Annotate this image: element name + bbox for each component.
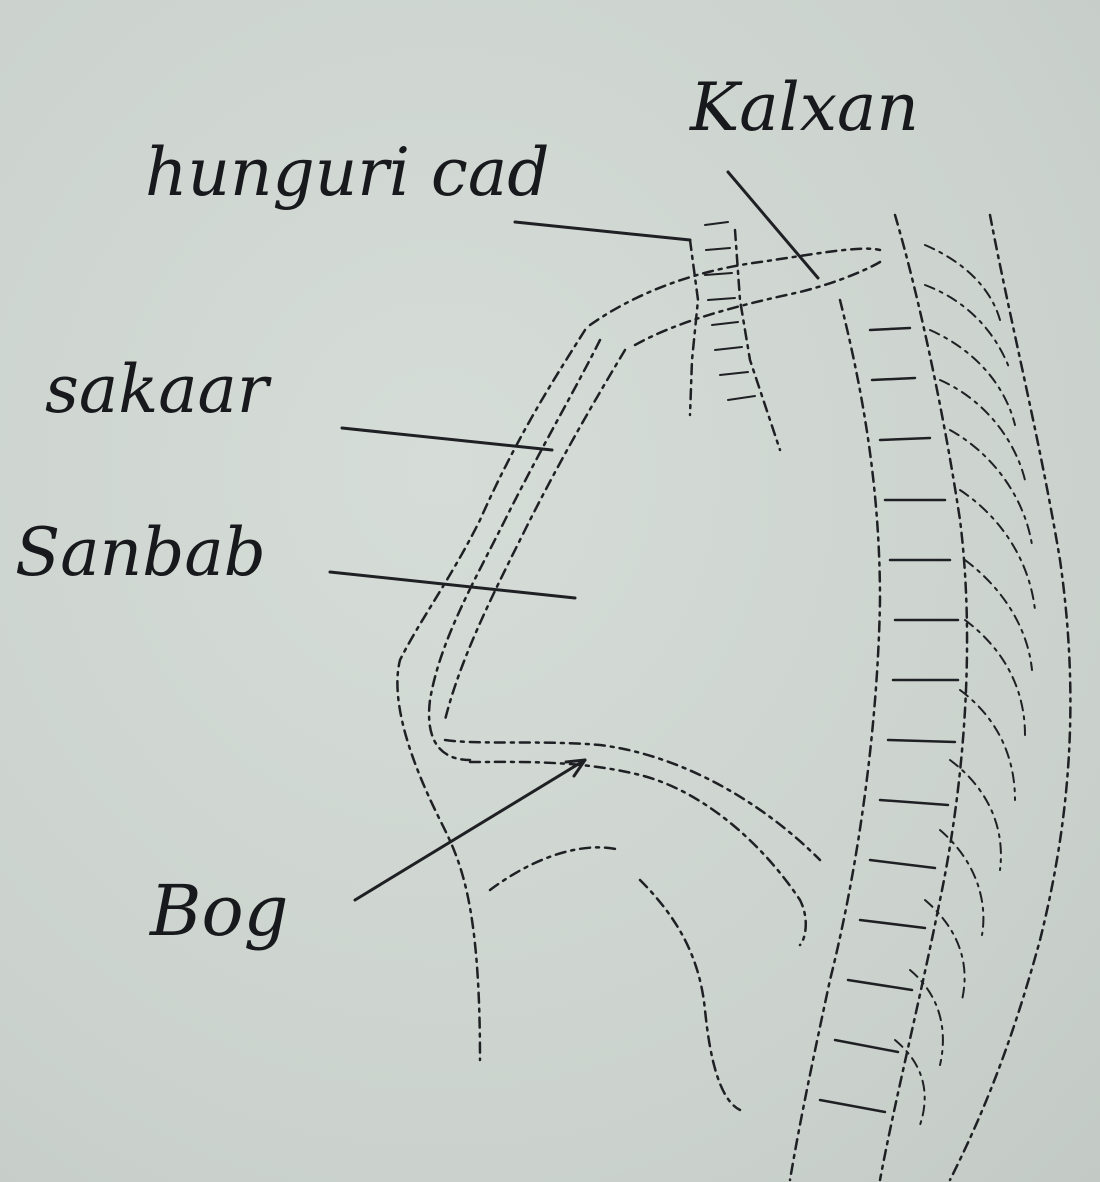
- trachea-sketch: [690, 222, 780, 450]
- leader-lines: [330, 172, 818, 900]
- label-kalxan: Kalxan: [689, 69, 919, 146]
- label-hunguri-cad: hunguri cad: [145, 134, 549, 211]
- spine-sketch: [790, 215, 1070, 1180]
- kalxan-leader: [728, 172, 818, 278]
- bog-leader: [355, 760, 585, 900]
- label-sakaar: sakaar: [45, 351, 272, 428]
- labels: Kalxan hunguri cad sakaar Sanbab Bog: [15, 69, 919, 952]
- bog-arrowhead: [566, 760, 585, 776]
- tongue-sketch: [445, 740, 820, 1110]
- label-sanbab: Sanbab: [15, 514, 266, 591]
- label-bog: Bog: [148, 870, 288, 952]
- hunguri-cad-leader: [515, 222, 690, 240]
- sanbab-leader: [330, 572, 575, 598]
- larynx-sketch: [590, 249, 880, 345]
- palate-sketch: [397, 330, 625, 1060]
